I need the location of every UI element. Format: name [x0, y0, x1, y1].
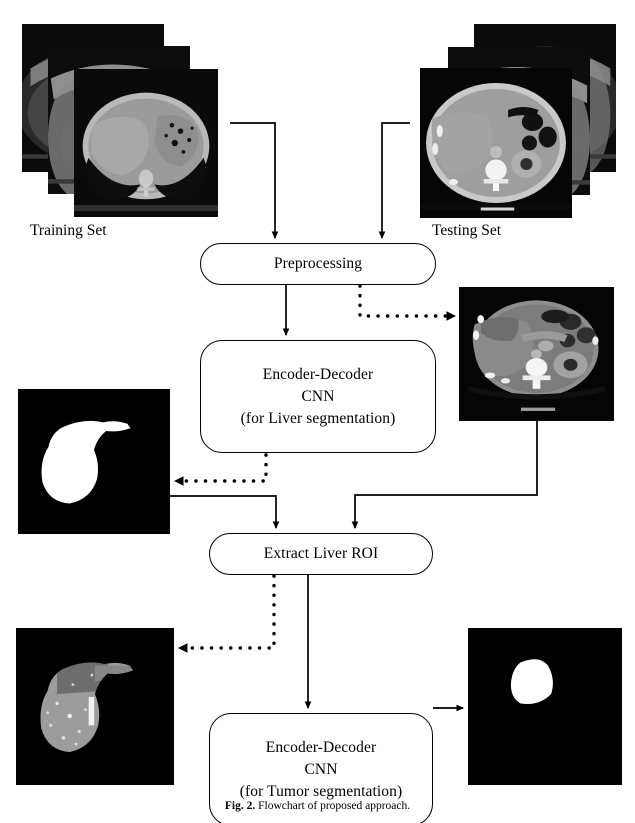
- edge-preprocessing-to-preprocessed-ct: [358, 284, 448, 318]
- node-extract-liver-roi[interactable]: Extract Liver ROI: [209, 533, 433, 575]
- tumor-binary-mask-icon: [468, 628, 622, 785]
- edge-extract-roi-to-liver-roi: [186, 574, 276, 650]
- training-set-stack: [22, 24, 218, 217]
- arrowhead-liver-roi: [178, 643, 188, 653]
- ct-slice-icon: [420, 68, 572, 218]
- testing-set-label: Testing Set: [432, 222, 502, 239]
- figure-caption: Fig. 2. Flowchart of proposed approach.: [0, 800, 635, 812]
- node-preprocessing-label: Preprocessing: [273, 255, 363, 272]
- node-preprocessing[interactable]: Preprocessing: [200, 243, 436, 285]
- image-preprocessed-ct: [459, 287, 614, 421]
- ct-slice-icon: [74, 69, 218, 217]
- node-cnn-tumor[interactable]: Encoder-Decoder CNN (for Tumor segmentat…: [209, 713, 433, 823]
- edge-liver-mask-to-extract-roi: [170, 495, 280, 530]
- node-cnn-tumor-label: Encoder-Decoder CNN (for Tumor segmentat…: [239, 738, 403, 800]
- image-liver-mask: [18, 389, 170, 534]
- training-set-label: Training Set: [30, 222, 107, 239]
- edge-training-to-preprocessing: [230, 122, 279, 240]
- figure-caption-text: Flowchart of proposed approach.: [255, 800, 411, 812]
- testing-slice-front: [420, 68, 572, 218]
- edge-cnn-liver-to-liver-mask: [182, 453, 268, 483]
- arrowhead-liver-mask: [174, 476, 184, 486]
- node-cnn-liver[interactable]: Encoder-Decoder CNN (for Liver segmentat…: [200, 340, 436, 453]
- liver-roi-grayscale-icon: [16, 628, 174, 785]
- figure-caption-number: Fig. 2.: [224, 800, 256, 812]
- image-liver-roi: [16, 628, 174, 785]
- node-extract-liver-roi-label: Extract Liver ROI: [263, 545, 379, 562]
- ct-slice-preprocessed-icon: [459, 287, 614, 421]
- node-cnn-liver-label: Encoder-Decoder CNN (for Liver segmentat…: [240, 365, 396, 427]
- liver-binary-mask-icon: [18, 389, 170, 534]
- arrowhead-preprocessed-ct: [446, 311, 456, 321]
- image-tumor-mask: [468, 628, 622, 785]
- edge-testing-to-preprocessing: [378, 122, 410, 240]
- training-slice-front: [74, 69, 218, 217]
- testing-set-stack: [420, 24, 616, 218]
